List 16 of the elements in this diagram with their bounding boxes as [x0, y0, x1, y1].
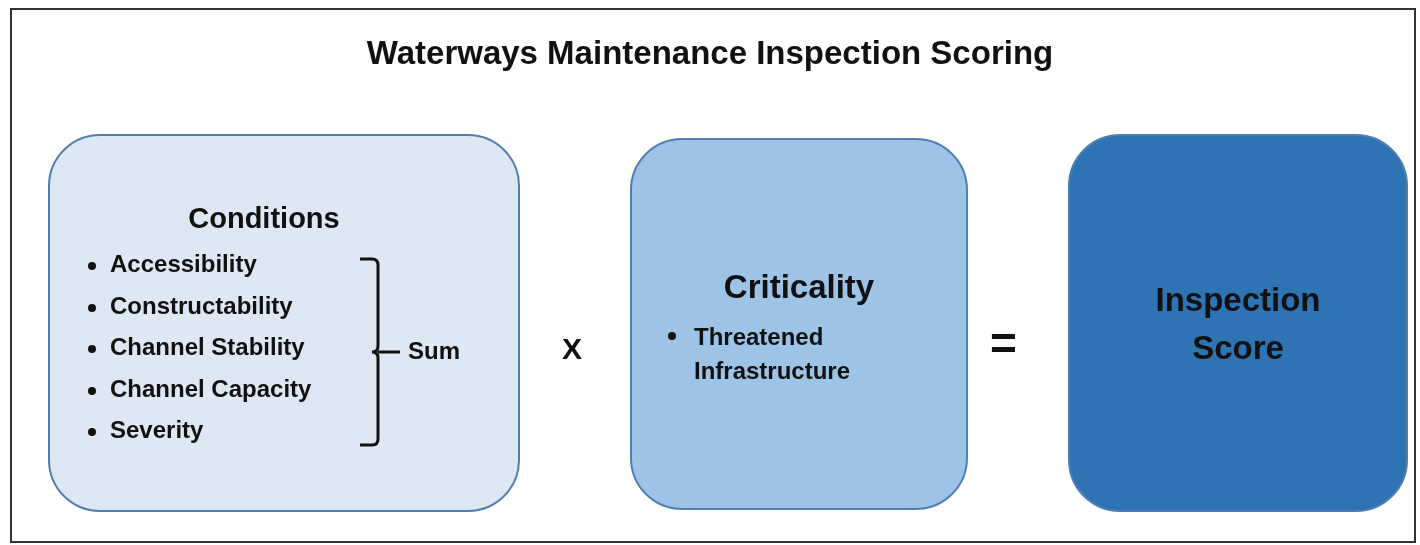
rounded-box — [48, 134, 520, 512]
box-heading: Conditions — [187, 202, 341, 235]
rounded-box — [630, 138, 968, 510]
bullet-item: Channel Capacity — [88, 374, 312, 403]
bullet-item: Severity — [88, 416, 204, 444]
operator-sign: X — [562, 332, 582, 366]
title: Waterways Maintenance Inspection Scoring — [365, 34, 1055, 72]
box-heading: Criticality — [722, 268, 876, 306]
bullet-item: Channel Stability — [88, 333, 305, 361]
box-heading: Inspection Score — [1154, 280, 1322, 368]
sum-label: Sum — [408, 337, 460, 365]
bullet-item: Constructability — [88, 291, 293, 320]
bullet-item: Accessibility — [88, 250, 257, 278]
rounded-box — [1068, 134, 1408, 512]
bullet-item: Threatened Infrastructure — [668, 320, 894, 388]
operator-sign: = — [990, 316, 1017, 370]
